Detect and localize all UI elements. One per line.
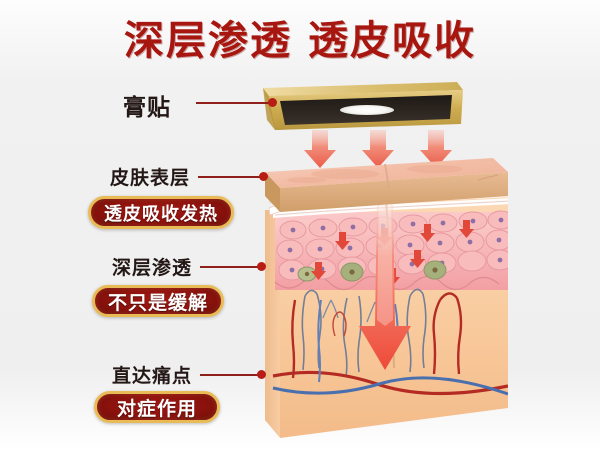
leader-dot-pain-point [257,370,266,379]
leader-line-deep-penetration [200,266,262,268]
callout-label-pain-point: 直达痛点 [112,366,193,387]
badge-absorb-heat: 透皮吸收发热 [88,196,234,229]
callout-label-deep-penetration: 深层渗透 [112,258,193,279]
deep-penetration-arrow [359,194,411,370]
badge-not-just-relief: 不只是缓解 [92,285,224,317]
penetration-arrows [304,130,452,168]
page-title: 深层渗透 透皮吸收 [124,17,476,64]
patch-highlight [340,105,394,115]
callout-label-patch: 膏贴 [123,94,171,120]
leader-line-pain-point [200,374,262,376]
leader-line-skin-surface [198,176,264,178]
badge-targeted-effect: 对症作用 [94,391,220,423]
patch-graphic [255,80,465,138]
leader-dot-patch [268,98,277,107]
leader-dot-deep-penetration [257,262,266,271]
skin-cross-section [235,150,525,450]
leader-dot-skin-surface [259,172,268,181]
leader-line-patch [196,102,274,104]
callout-label-skin-surface: 皮肤表层 [110,168,191,189]
